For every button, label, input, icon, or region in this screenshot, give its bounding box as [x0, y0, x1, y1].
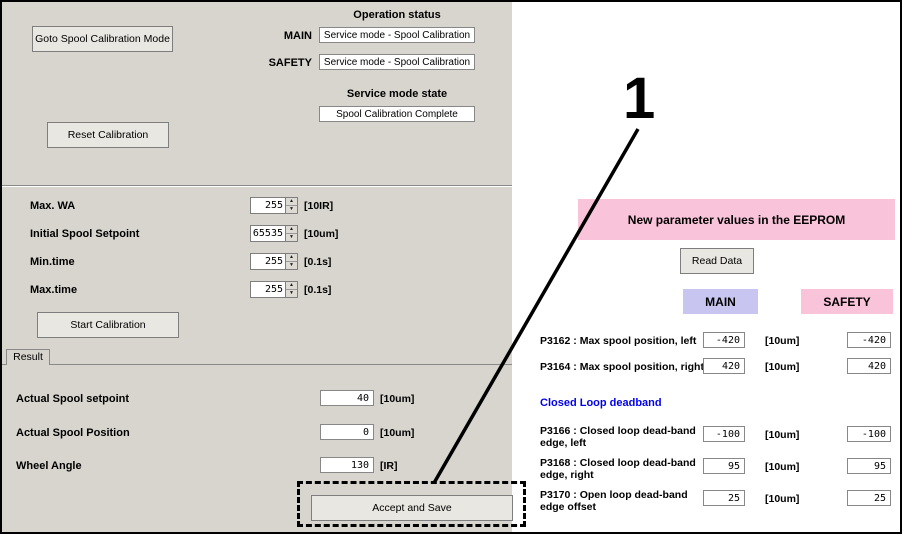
spin-up-icon[interactable]: ▲ [286, 254, 297, 262]
initial-spool-setpoint-spinner[interactable]: 65535 ▲ ▼ [250, 225, 298, 242]
operation-status-title: Operation status [353, 9, 441, 21]
max-wa-spinner[interactable]: 255 ▲ ▼ [250, 197, 298, 214]
accept-and-save-button[interactable]: Accept and Save [311, 495, 513, 521]
main-status-field: Service mode - Spool Calibration [319, 27, 475, 43]
p3168-label: P3168 : Closed loop dead-band edge, righ… [540, 457, 696, 481]
spin-down-icon[interactable]: ▼ [286, 206, 297, 213]
eeprom-banner: New parameter values in the EEPROM [578, 199, 895, 240]
safety-status-label: SAFETY [268, 57, 312, 69]
spinner-value: 255 [264, 284, 283, 295]
p3168-safety-field: 95 [847, 458, 891, 474]
p3164-main-field: 420 [703, 358, 745, 374]
p3164-unit: [10um] [765, 361, 800, 373]
max-wa-label: Max. WA [30, 200, 76, 212]
spinner-value: 65535 [252, 228, 283, 239]
reset-calibration-button[interactable]: Reset Calibration [47, 122, 169, 148]
service-mode-state-title: Service mode state [346, 88, 448, 100]
spin-down-icon[interactable]: ▼ [286, 290, 297, 297]
p3166-label: P3166 : Closed loop dead-band edge, left [540, 425, 696, 449]
max-time-unit: [0.1s] [304, 284, 332, 296]
actual-spool-position-label: Actual Spool Position [16, 427, 130, 439]
calibration-panel: Goto Spool Calibration Mode Operation st… [2, 2, 513, 532]
wheel-angle-unit: [IR] [380, 460, 398, 472]
spinner-value: 255 [264, 200, 283, 211]
tab-panel-border [2, 364, 512, 365]
main-status-label: MAIN [283, 30, 312, 42]
spin-up-icon[interactable]: ▲ [286, 282, 297, 290]
callout-number: 1 [623, 66, 656, 131]
p3170-safety-field: 25 [847, 490, 891, 506]
p3168-unit: [10um] [765, 461, 800, 473]
actual-spool-setpoint-field: 40 [320, 390, 374, 406]
p3170-label: P3170 : Open loop dead-band edge offset [540, 489, 688, 513]
min-time-unit: [0.1s] [304, 256, 332, 268]
goto-spool-calibration-mode-button[interactable]: Goto Spool Calibration Mode [32, 26, 173, 52]
safety-column-header: SAFETY [801, 289, 893, 314]
p3164-safety-field: 420 [847, 358, 891, 374]
spinner-buttons: ▲ ▼ [285, 226, 297, 241]
actual-spool-setpoint-unit: [10um] [380, 393, 415, 405]
initial-spool-setpoint-unit: [10um] [304, 228, 339, 240]
spin-up-icon[interactable]: ▲ [286, 198, 297, 206]
max-wa-unit: [10IR] [304, 200, 334, 212]
p3162-label: P3162 : Max spool position, left [540, 335, 697, 347]
max-time-spinner[interactable]: 255 ▲ ▼ [250, 281, 298, 298]
actual-spool-position-unit: [10um] [380, 427, 415, 439]
p3166-safety-field: -100 [847, 426, 891, 442]
p3170-main-field: 25 [703, 490, 745, 506]
p3166-unit: [10um] [765, 429, 800, 441]
spinner-value: 255 [264, 256, 283, 267]
min-time-label: Min.time [30, 256, 75, 268]
p3168-main-field: 95 [703, 458, 745, 474]
tab-result[interactable]: Result [6, 349, 50, 365]
spin-up-icon[interactable]: ▲ [286, 226, 297, 234]
spin-down-icon[interactable]: ▼ [286, 234, 297, 241]
read-data-button[interactable]: Read Data [680, 248, 754, 274]
closed-loop-deadband-header: Closed Loop deadband [540, 397, 662, 409]
safety-status-field: Service mode - Spool Calibration [319, 54, 475, 70]
p3166-main-field: -100 [703, 426, 745, 442]
max-time-label: Max.time [30, 284, 78, 296]
spinner-buttons: ▲ ▼ [285, 198, 297, 213]
wheel-angle-field: 130 [320, 457, 374, 473]
spinner-buttons: ▲ ▼ [285, 282, 297, 297]
spin-down-icon[interactable]: ▼ [286, 262, 297, 269]
actual-spool-position-field: 0 [320, 424, 374, 440]
spinner-buttons: ▲ ▼ [285, 254, 297, 269]
section-divider [2, 185, 512, 187]
p3170-unit: [10um] [765, 493, 800, 505]
actual-spool-setpoint-label: Actual Spool setpoint [16, 393, 130, 405]
start-calibration-button[interactable]: Start Calibration [37, 312, 179, 338]
wheel-angle-label: Wheel Angle [16, 460, 82, 472]
tab-border-cover [7, 364, 49, 365]
p3162-safety-field: -420 [847, 332, 891, 348]
main-column-header: MAIN [683, 289, 758, 314]
p3164-label: P3164 : Max spool position, right [540, 361, 704, 373]
initial-spool-setpoint-label: Initial Spool Setpoint [30, 228, 140, 240]
service-mode-state-field: Spool Calibration Complete [319, 106, 475, 122]
p3162-unit: [10um] [765, 335, 800, 347]
p3162-main-field: -420 [703, 332, 745, 348]
min-time-spinner[interactable]: 255 ▲ ▼ [250, 253, 298, 270]
